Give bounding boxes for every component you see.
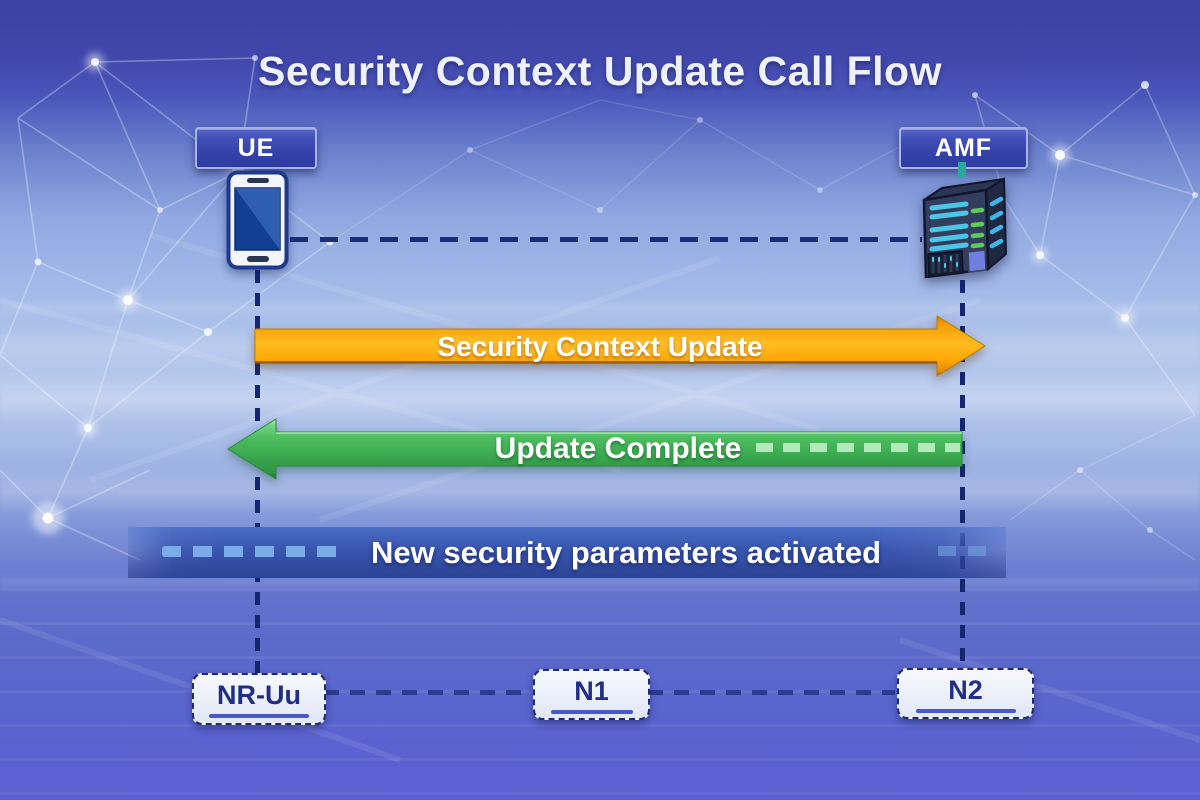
amf-server-connector	[958, 162, 966, 178]
interface-box-n2: N2	[897, 668, 1034, 719]
amf-label: AMF	[934, 133, 993, 162]
message-security-context-update: Security Context Update	[437, 331, 763, 362]
light-streak	[0, 468, 1200, 514]
page-title: Security Context Update Call Flow	[258, 48, 942, 94]
ue-amf-connector-line	[290, 237, 922, 242]
light-streak	[0, 298, 1200, 318]
interface-label-n1: N1	[574, 675, 609, 706]
arrow-update-complete	[227, 418, 963, 480]
n1-n2-connector	[648, 690, 895, 695]
light-streak	[0, 574, 1200, 590]
interface-underline	[209, 714, 309, 718]
green-arrow-dashes	[756, 443, 960, 452]
banner-dashes-right	[938, 546, 994, 556]
interface-label-nruu: NR-Uu	[217, 680, 301, 710]
smartphone-icon	[226, 170, 289, 270]
light-streak	[0, 376, 1200, 424]
interface-underline	[550, 709, 633, 714]
arrow-security-context-update	[254, 315, 986, 377]
nruu-n1-connector	[324, 690, 531, 695]
ue-lifeline	[255, 270, 260, 674]
message-new-params: New security parameters activated	[370, 535, 882, 570]
interface-box-n1: N1	[533, 669, 650, 720]
server-icon	[922, 177, 1008, 279]
ue-label: UE	[237, 133, 275, 162]
ue-actor-box: UE	[195, 127, 317, 169]
banner-dashes-left	[162, 546, 342, 557]
amf-lifeline	[960, 280, 965, 670]
interface-underline	[915, 708, 1016, 713]
interface-label-n2: N2	[948, 674, 983, 705]
interface-box-nruu: NR-Uu	[192, 673, 326, 725]
message-update-complete: Update Complete	[494, 432, 742, 465]
